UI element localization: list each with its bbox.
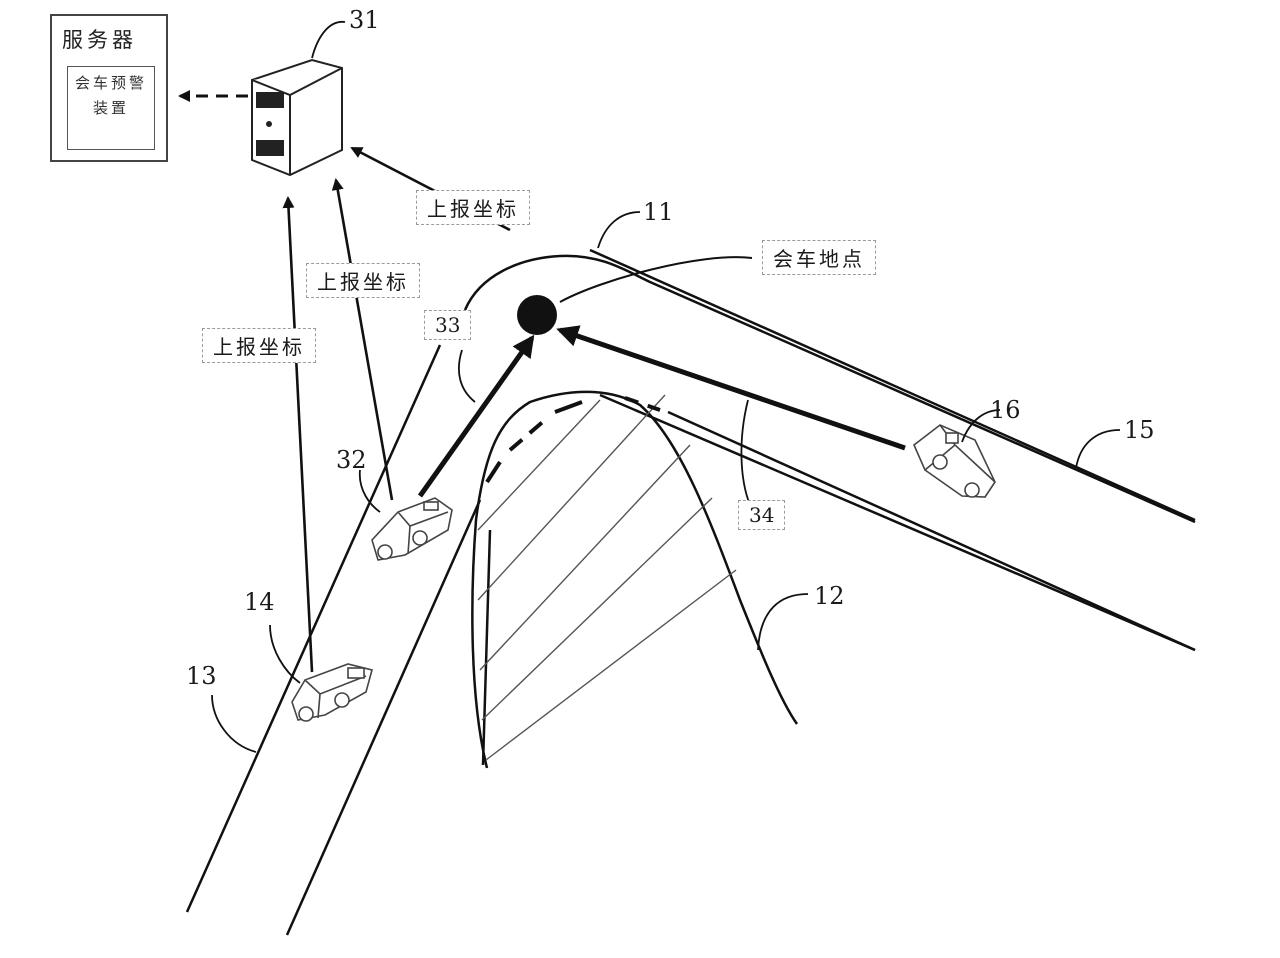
ref-13: 13 — [186, 662, 217, 690]
vehicle-16 — [913, 424, 996, 498]
vehicle-to-meeting-arrows — [417, 325, 906, 498]
ref-34: 34 — [738, 500, 786, 530]
vehicle-32 — [371, 497, 453, 561]
ref-33: 33 — [424, 310, 472, 340]
server-panel: 服务器 会车预警装置 — [50, 14, 168, 162]
meeting-point-leader — [559, 256, 753, 303]
report-coord-label-middle: 上报坐标 — [306, 263, 420, 298]
island-hatching — [477, 394, 737, 761]
number-leaders — [211, 211, 1121, 753]
lane-markings — [485, 396, 1196, 652]
ref-11: 11 — [643, 198, 674, 226]
leader-31 — [311, 21, 346, 59]
ref-12: 12 — [814, 582, 845, 610]
ref-31: 31 — [349, 6, 380, 34]
meeting-point-label: 会车地点 — [762, 240, 876, 275]
server-title: 服务器 — [62, 28, 137, 52]
report-coord-label-right: 上报坐标 — [416, 190, 530, 225]
report-arrows — [282, 146, 511, 673]
meeting-warning-module: 会车预警装置 — [67, 66, 155, 150]
road-13 — [185, 344, 482, 936]
report-coord-label-left: 上报坐标 — [202, 328, 316, 363]
server-tower-31 — [251, 58, 343, 177]
meeting-point-dot — [517, 295, 557, 335]
ref-15: 15 — [1124, 416, 1155, 444]
road-15 — [599, 393, 1196, 652]
island-12 — [471, 390, 799, 769]
ref-14: 14 — [244, 588, 275, 616]
ref-16: 16 — [990, 396, 1021, 424]
road-11 — [463, 248, 1196, 524]
ref-32: 32 — [336, 446, 367, 474]
vehicle-14 — [291, 663, 373, 722]
